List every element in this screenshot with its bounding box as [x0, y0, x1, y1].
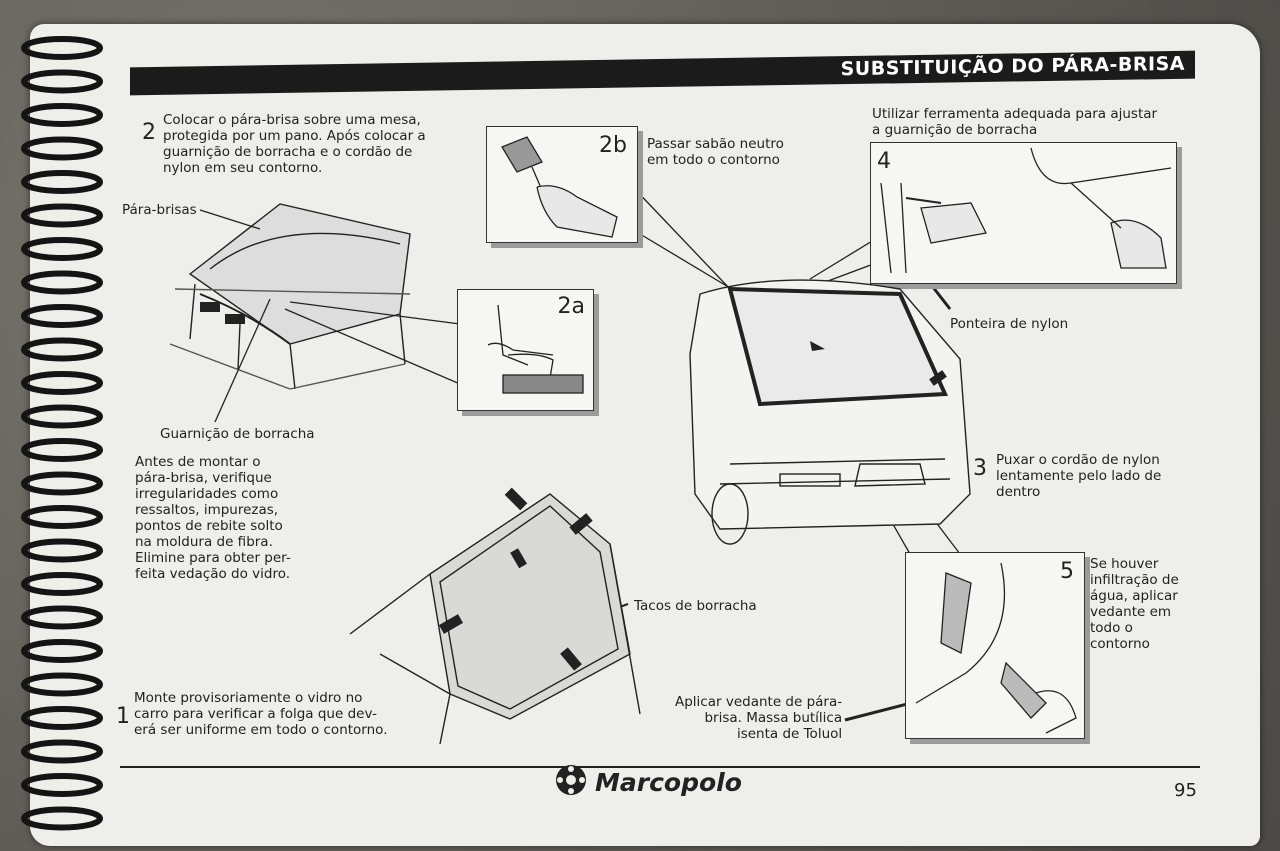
windshield-on-table-illustration — [169, 203, 411, 390]
step-3-text: Puxar o cordão de nylon lentamente pelo … — [996, 452, 1162, 500]
spiral-ring — [21, 639, 103, 663]
spiral-ring — [21, 270, 103, 295]
spiral-ring — [21, 304, 103, 328]
spiral-ring — [21, 605, 103, 630]
spiral-ring — [21, 136, 103, 161]
step-4-number: 4 — [877, 149, 891, 174]
step-2b-number: 2b — [599, 133, 627, 158]
spiral-ring — [21, 36, 103, 60]
step-2a-number: 2a — [557, 294, 585, 319]
footer-rule — [120, 766, 1200, 768]
sealant-tube-illustration — [915, 562, 1077, 734]
step-2-number: 2 — [142, 120, 156, 145]
spiral-binding — [21, 36, 103, 831]
label-para-brisas: Pára-brisas — [122, 202, 197, 218]
spiral-ring — [21, 69, 103, 94]
spiral-ring — [21, 572, 103, 596]
spiral-ring — [21, 505, 103, 529]
manual-page: SUBSTITUIÇÃO DO PÁRA-BRISA 2 Colocar o p… — [30, 24, 1260, 846]
label-tacos: Tacos de borracha — [634, 598, 757, 614]
spiral-ring — [21, 438, 103, 462]
spiral-ring — [21, 806, 103, 831]
van-front-illustration — [689, 279, 971, 545]
step-3-number: 3 — [973, 456, 987, 481]
label-guarnicao: Guarnição de borracha — [160, 426, 315, 442]
spiral-ring — [21, 471, 103, 496]
panel-5: 5 — [905, 552, 1085, 739]
step-5-text: Se houver infiltração de água, aplicar v… — [1090, 556, 1179, 652]
spiral-ring — [21, 371, 103, 395]
spiral-ring — [21, 237, 103, 261]
brand-name: Marcopolo — [595, 768, 742, 797]
step-4-text: Utilizar ferramenta adequada para ajusta… — [872, 106, 1158, 138]
spiral-ring — [21, 773, 103, 797]
step-1-number: 1 — [116, 704, 130, 729]
panel-4: 4 — [870, 142, 1177, 284]
windshield-mockup-illustration — [349, 487, 641, 745]
tool-adjust-seal-illustration — [880, 147, 1172, 274]
step-5-number: 5 — [1060, 559, 1074, 584]
spiral-ring — [21, 203, 103, 228]
spiral-ring — [21, 706, 103, 730]
spiral-ring — [21, 337, 103, 362]
spiral-ring — [21, 170, 103, 194]
panel-2b: 2b — [486, 126, 638, 243]
spiral-ring — [21, 739, 103, 764]
spiral-ring — [21, 103, 103, 127]
page-number: 95 — [1174, 780, 1197, 801]
rubber-seal-detail-illustration — [487, 304, 584, 394]
spiral-ring — [21, 538, 103, 563]
marcopolo-logo-icon — [556, 765, 586, 795]
step-1-text: Monte provisoriamente o vidro no carro p… — [134, 690, 388, 738]
spiral-ring — [21, 404, 103, 429]
step-2-text: Colocar o pára-brisa sobre uma mesa, pro… — [163, 112, 426, 176]
panel-2a: 2a — [457, 289, 594, 411]
label-vedante: Aplicar vedante de pára- brisa. Massa bu… — [675, 694, 843, 742]
step-2b-text: Passar sabão neutro em todo o contorno — [647, 136, 784, 168]
note-text: Antes de montar o pára-brisa, verifique … — [135, 454, 291, 582]
spiral-ring — [21, 672, 103, 697]
brush-soap-illustration — [501, 136, 618, 238]
label-ponteira: Ponteira de nylon — [950, 316, 1069, 332]
